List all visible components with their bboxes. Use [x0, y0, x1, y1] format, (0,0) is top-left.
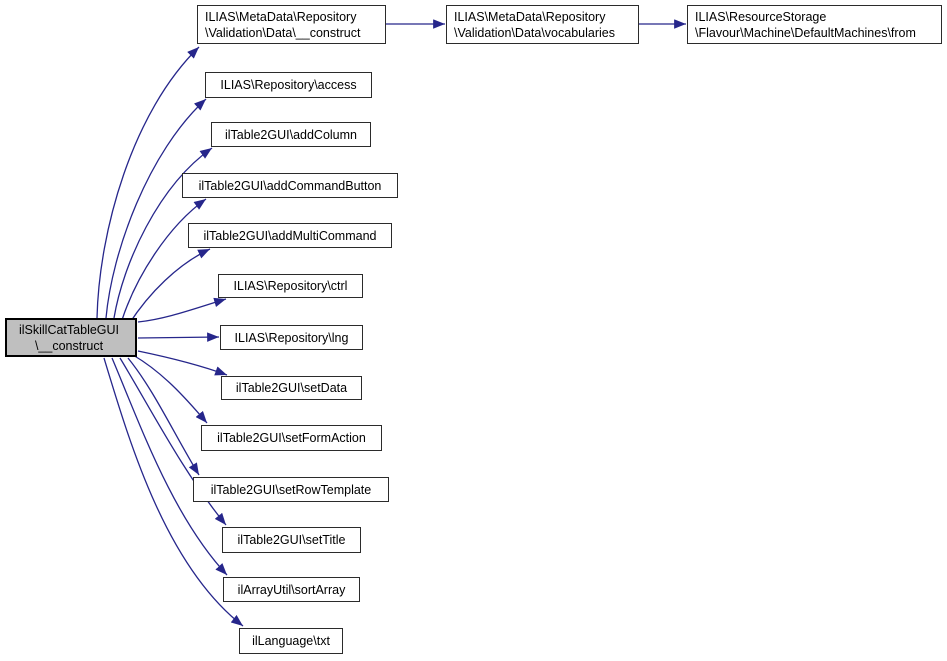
edge-main-txt — [103, 357, 244, 627]
node-resourcestorage-from[interactable]: ILIAS\ResourceStorage \Flavour\Machine\D… — [687, 5, 942, 44]
node-label: ilTable2GUI\setTitle — [237, 533, 346, 547]
node-label: ilTable2GUI\setFormAction — [217, 431, 366, 445]
edge-main-addcommandbutton — [121, 198, 207, 321]
node-repository-access[interactable]: ILIAS\Repository\access — [205, 72, 372, 98]
node-label: ilTable2GUI\addCommandButton — [198, 178, 382, 193]
edge-main-access — [105, 98, 207, 319]
node-iltable2gui-setdata[interactable]: ilTable2GUI\setData — [221, 376, 362, 400]
edge-main-setdata — [137, 350, 228, 376]
edge-main-ctrl — [137, 297, 227, 323]
node-label: ILIAS\MetaData\Repository \Validation\Da… — [454, 9, 615, 40]
edge-main-setrowtemplate — [127, 357, 200, 476]
edge-main-addmulticommand — [128, 248, 211, 325]
node-metadata-construct[interactable]: ILIAS\MetaData\Repository \Validation\Da… — [197, 5, 386, 44]
node-label: ilLanguage\txt — [252, 634, 330, 648]
node-label: ilTable2GUI\addColumn — [224, 127, 357, 142]
edge-main-md-construct — [96, 46, 200, 319]
node-iltable2gui-settitle[interactable]: ilTable2GUI\setTitle — [222, 527, 361, 553]
node-iltable2gui-addcommandbutton[interactable]: ilTable2GUI\addCommandButton — [182, 173, 398, 198]
node-iltable2gui-addmulticommand[interactable]: ilTable2GUI\addMultiCommand — [188, 223, 392, 248]
node-iltable2gui-setrowtemplate[interactable]: ilTable2GUI\setRowTemplate — [193, 477, 389, 502]
node-iltable2gui-setformaction[interactable]: ilTable2GUI\setFormAction — [201, 425, 382, 451]
node-label: ILIAS\MetaData\Repository \Validation\Da… — [205, 9, 361, 40]
edge-main-addcolumn — [113, 147, 213, 319]
node-label: ILIAS\ResourceStorage \Flavour\Machine\D… — [695, 9, 916, 40]
node-repository-lng[interactable]: ILIAS\Repository\lng — [220, 325, 363, 350]
node-label: ilTable2GUI\setData — [235, 381, 348, 395]
edge-main-sortarray — [111, 357, 228, 576]
node-ilskillcattablegui-construct: ilSkillCatTableGUI \__construct — [5, 318, 137, 357]
node-label: ilArrayUtil\sortArray — [237, 582, 346, 597]
node-iltable2gui-addcolumn[interactable]: ilTable2GUI\addColumn — [211, 122, 371, 147]
node-repository-ctrl[interactable]: ILIAS\Repository\ctrl — [218, 274, 363, 298]
node-illanguage-txt[interactable]: ilLanguage\txt — [239, 628, 343, 654]
edge-main-setformaction — [132, 354, 208, 424]
node-label: ILIAS\Repository\lng — [234, 330, 349, 345]
edge-main-settitle — [119, 357, 227, 526]
node-label: ILIAS\Repository\ctrl — [233, 279, 348, 293]
node-metadata-vocabularies[interactable]: ILIAS\MetaData\Repository \Validation\Da… — [446, 5, 639, 44]
node-label: ilSkillCatTableGUI \__construct — [18, 322, 120, 353]
node-label: ILIAS\Repository\access — [220, 78, 357, 92]
node-ilarrayutil-sortarray[interactable]: ilArrayUtil\sortArray — [223, 577, 360, 602]
node-label: ilTable2GUI\addMultiCommand — [203, 228, 377, 243]
edge-main-lng — [137, 332, 220, 342]
node-label: ilTable2GUI\setRowTemplate — [210, 482, 372, 497]
